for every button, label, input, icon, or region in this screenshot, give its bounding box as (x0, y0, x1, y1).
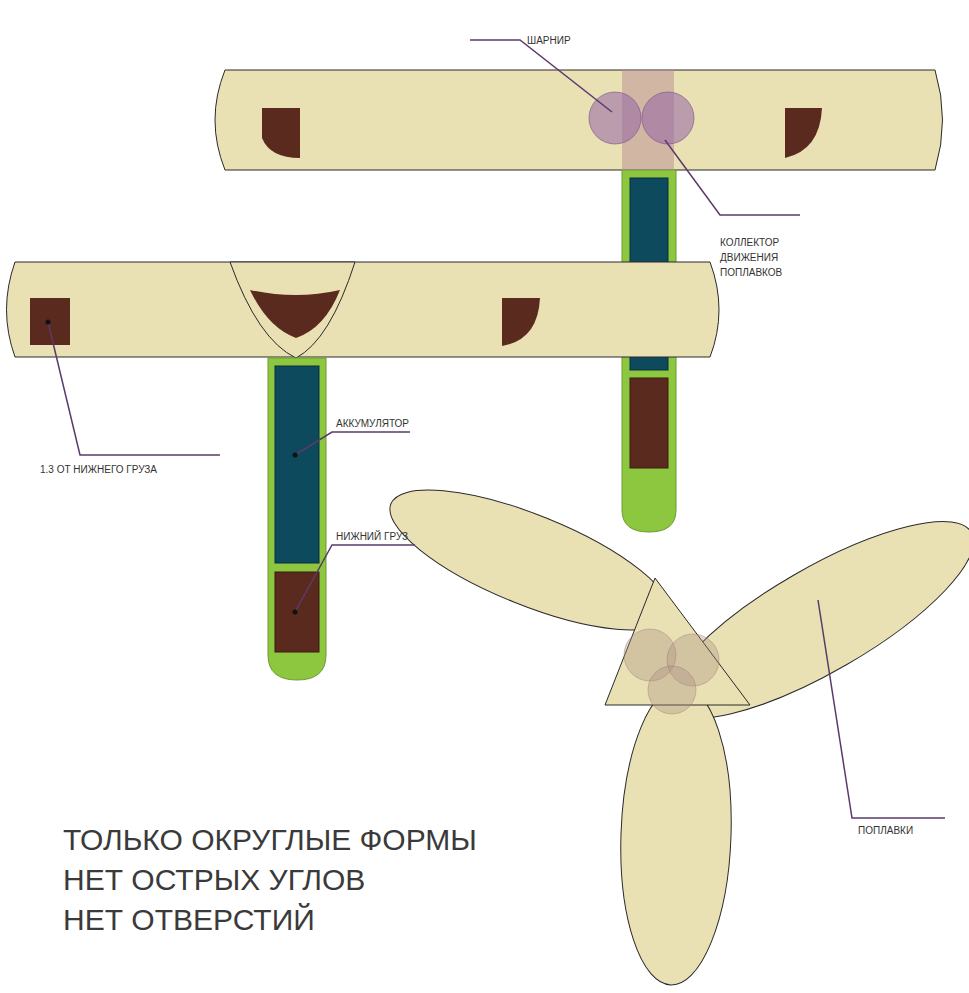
part-label: КОЛЛЕКТОР ДВИЖЕНИЯ ПОПЛАВКОВ (720, 235, 800, 280)
leader-lines (48, 40, 945, 818)
part-label: НИЖНИЙ ГРУЗ (336, 529, 408, 544)
float-top-view (374, 462, 969, 987)
part-label: ПОПЛАВКИ (858, 823, 913, 838)
design-note: НЕТ ОТВЕРСТИЙ (63, 902, 315, 938)
part-label: АККУМУЛЯТОР (336, 416, 409, 431)
design-note: ТОЛЬКО ОКРУГЛЫЕ ФОРМЫ (63, 822, 477, 858)
part-label: 1.3 ОТ НИЖНЕГО ГРУЗА (40, 462, 157, 477)
design-note: НЕТ ОСТРЫХ УГЛОВ (63, 862, 365, 898)
float-assembly-cradle (7, 262, 720, 680)
part-label: ШАРНИР (527, 33, 571, 48)
